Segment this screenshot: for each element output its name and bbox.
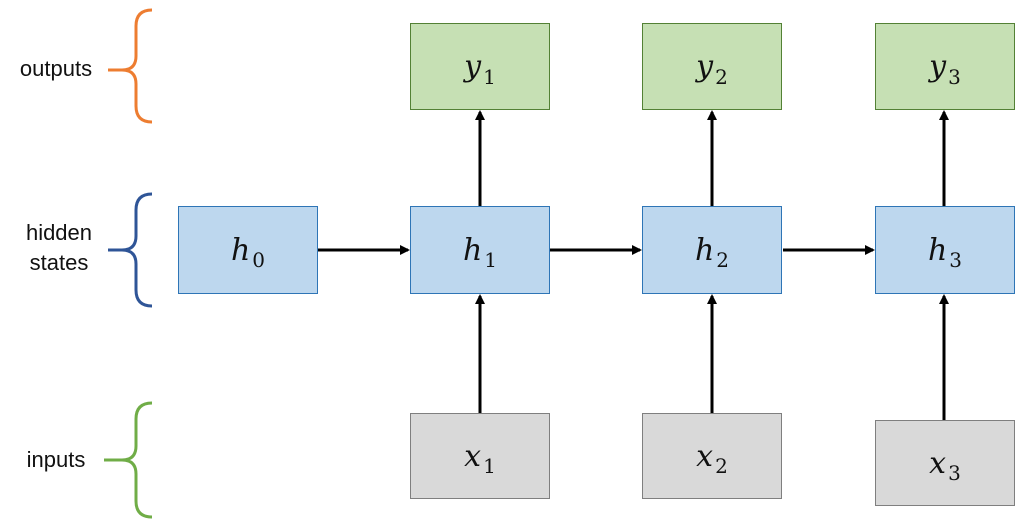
hidden-subscript: 3 (949, 248, 963, 272)
input-subscript: 3 (948, 461, 961, 485)
hidden-states-label: hidden states (4, 218, 114, 278)
outputs-brace (121, 8, 153, 124)
hidden-var: h (927, 232, 948, 268)
output-var: y (696, 49, 714, 84)
output-subscript: 2 (715, 64, 728, 89)
input-subscript: 1 (483, 454, 496, 478)
output-subscript: 1 (483, 64, 496, 89)
hidden-var: h (694, 232, 715, 268)
output-var: y (464, 49, 482, 84)
hidden-subscript: 0 (252, 248, 266, 272)
outputs-label: outputs (19, 56, 93, 81)
hidden-label-line2: states (29, 250, 89, 275)
hidden-brace (121, 192, 153, 308)
input-var: x (696, 438, 714, 474)
inputs-label: inputs (26, 447, 86, 472)
input-var: x (464, 438, 482, 474)
input-subscript: 2 (715, 454, 728, 478)
hidden-label-line1: hidden (25, 220, 93, 245)
inputs-brace (121, 401, 153, 519)
output-subscript: 3 (948, 64, 961, 89)
output-var: y (929, 49, 947, 84)
hidden-var: h (230, 232, 251, 268)
hidden-subscript: 1 (484, 248, 498, 272)
hidden-subscript: 2 (716, 248, 730, 272)
hidden-var: h (462, 232, 483, 268)
input-var: x (929, 445, 947, 481)
